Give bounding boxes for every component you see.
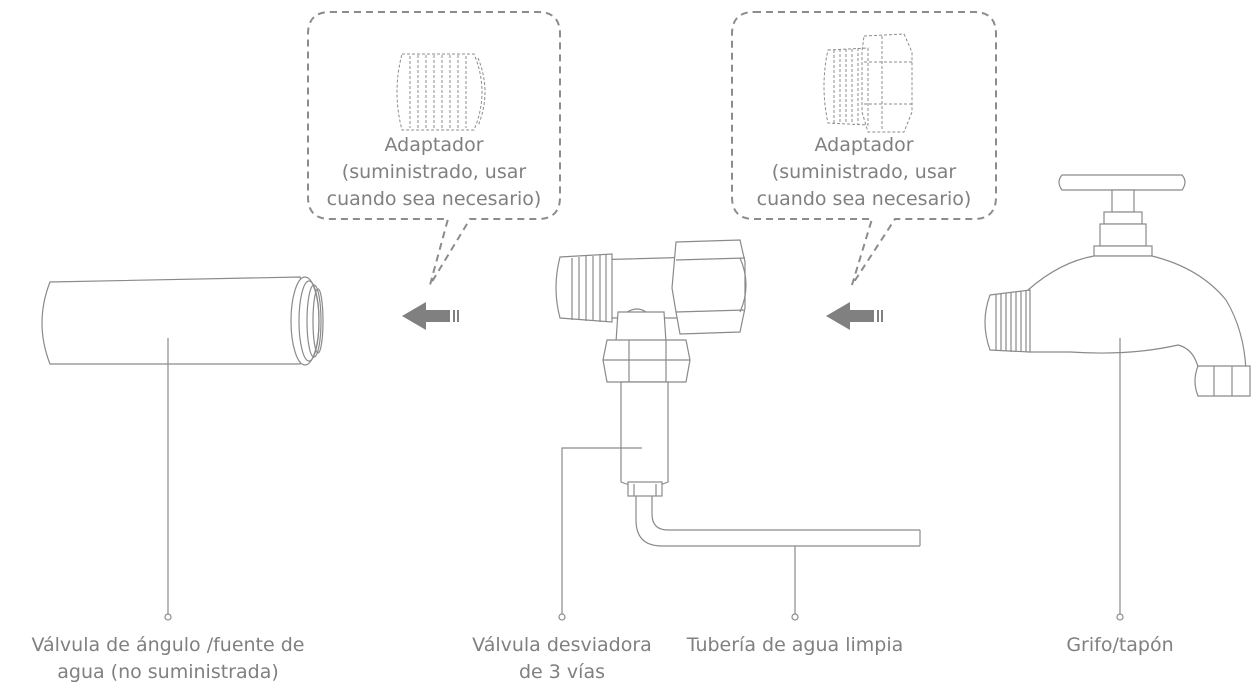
- label-diverter-valve-line2: de 3 vías: [519, 661, 605, 683]
- callout-right-title: Adaptador: [814, 134, 914, 156]
- label-clean-pipe: Tubería de agua limpia: [670, 632, 920, 659]
- callout-left-title: Adaptador: [384, 134, 484, 156]
- label-angle-valve-line1: Válvula de ángulo /fuente de: [31, 634, 305, 656]
- label-angle-valve-line2: agua (no suministrada): [57, 661, 279, 683]
- callout-left-line2: (suministrado, usar: [341, 161, 527, 183]
- callout-text-left: Adaptador (suministrado, usar cuando sea…: [308, 132, 560, 213]
- adapter-icon-left: [396, 53, 486, 131]
- label-angle-valve: Válvula de ángulo /fuente de agua (no su…: [18, 632, 318, 686]
- label-faucet: Grifo/tapón: [1040, 632, 1200, 659]
- clean-water-pipe: [635, 496, 921, 547]
- arrow-left-1: [402, 302, 459, 330]
- callout-right-line2: (suministrado, usar: [771, 161, 957, 183]
- callout-left-line3: cuando sea necesario): [326, 188, 542, 210]
- label-clean-pipe-line1: Tubería de agua limpia: [686, 634, 904, 656]
- clean-pipe-leader-dot: [791, 613, 799, 621]
- callout-box-left: [307, 11, 561, 286]
- angle-valve-leader-dot: [164, 613, 172, 621]
- diverter-valve-leader-dot: [558, 613, 566, 621]
- arrow-left-2: [826, 302, 883, 330]
- faucet: [984, 174, 1251, 397]
- callout-text-right: Adaptador (suministrado, usar cuando sea…: [732, 132, 996, 213]
- label-diverter-valve-line1: Válvula desviadora: [472, 634, 652, 656]
- callout-box-right: [731, 11, 997, 286]
- angle-valve-pipe: [41, 276, 324, 366]
- diverter-valve-leader-line: [561, 447, 642, 614]
- faucet-leader-dot: [1116, 613, 1124, 621]
- diverter-valve: [555, 239, 747, 497]
- label-diverter-valve: Válvula desviadora de 3 vías: [432, 632, 692, 686]
- adapter-icon-right: [823, 33, 913, 133]
- label-faucet-line1: Grifo/tapón: [1066, 634, 1174, 656]
- callout-right-line3: cuando sea necesario): [756, 188, 972, 210]
